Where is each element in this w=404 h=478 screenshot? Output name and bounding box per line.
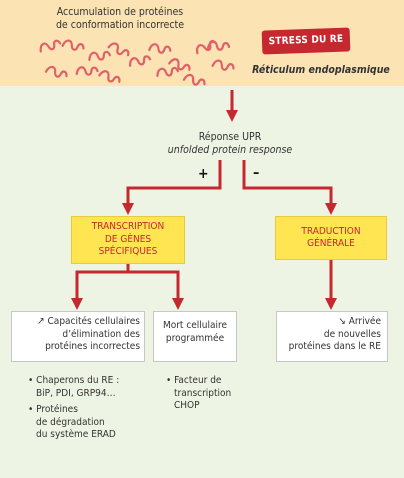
- capacites-line-3: protéines incorrectes: [45, 341, 140, 352]
- squiggle-protein-icon: [37, 37, 63, 55]
- stress-stamp-icon: [261, 27, 351, 55]
- squiggle-protein-icon: [127, 53, 152, 69]
- mort-line-2: programmée: [165, 332, 225, 344]
- transcription-line-2: DE GÈNES: [104, 233, 152, 245]
- arrow-arrivee-head: [325, 298, 337, 310]
- squiggle-protein-icon: [44, 64, 69, 80]
- arrow-split-left: [126, 160, 222, 205]
- list-chaperons: • Chaperons du RE : BiP, PDI, GRP94… • P…: [28, 375, 148, 442]
- squiggle-protein-icon: [61, 38, 86, 53]
- chop-line-2: transcription: [174, 387, 232, 399]
- arrow-right-head: [325, 203, 337, 215]
- arrivee-line-3: protéines dans le RE: [288, 341, 381, 352]
- chop-line-3: CHOP: [174, 400, 200, 411]
- accumulation-line-2: de conformation incorrecte: [55, 19, 185, 31]
- stress-label: STRESS DU RE: [268, 33, 344, 48]
- chaperons-line-5: du système ERAD: [36, 429, 116, 440]
- box-traduction: TRADUCTION GÉNÉRALE: [275, 216, 387, 260]
- list-chop: • Facteur de transcription CHOP: [166, 375, 246, 413]
- accumulation-text: Accumulation de protéines de conformatio…: [40, 6, 200, 32]
- arrow-split-right: [242, 160, 333, 205]
- traduction-line-1: TRADUCTION: [301, 225, 361, 237]
- arrivee-line-2: de nouvelles: [323, 328, 381, 340]
- reticulum-label: Réticulum endoplasmique: [252, 64, 390, 76]
- arrow-left-head: [122, 203, 134, 215]
- squiggle-protein-icon: [182, 72, 207, 88]
- capacites-line-1: ↗ Capacités cellulaires: [37, 316, 140, 327]
- transcription-line-3: SPÉCIFIQUES: [98, 246, 158, 258]
- arrow-mort-head: [172, 298, 184, 310]
- chaperons-line-3: • Protéines: [28, 404, 78, 415]
- chop-line-1: • Facteur de: [166, 375, 222, 386]
- squiggle-protein-icon: [155, 64, 180, 79]
- plus-sign: +: [198, 166, 209, 182]
- box-capacites: ↗ Capacités cellulaires d’élimination de…: [11, 311, 145, 362]
- accumulation-line-1: Accumulation de protéines: [56, 6, 184, 18]
- squiggle-protein-icon: [148, 42, 172, 55]
- upr-title: Réponse UPR: [198, 131, 262, 143]
- squiggle-protein-icon: [97, 68, 123, 86]
- chaperons-line-1: • Chaperons du RE :: [28, 375, 120, 386]
- capacites-line-2: d’élimination des: [62, 328, 140, 340]
- box-transcription: TRANSCRIPTION DE GÈNES SPÉCIFIQUES: [71, 216, 185, 264]
- squiggle-protein-icon: [106, 40, 132, 59]
- box-arrivee: ↘ Arrivée de nouvelles protéines dans le…: [276, 311, 388, 362]
- arrivee-line-1: ↘ Arrivée: [338, 316, 381, 327]
- squiggle-protein-icon: [87, 48, 112, 63]
- squiggle-protein-icon: [211, 58, 236, 73]
- chaperons-line-2: BiP, PDI, GRP94…: [36, 387, 116, 399]
- connector-arrows: [71, 90, 337, 310]
- arrow-trans-mort: [128, 270, 180, 300]
- chaperons-line-4: de dégradation: [36, 416, 105, 428]
- arrow-capacites-head: [71, 298, 83, 310]
- arrow-main-head: [226, 110, 238, 122]
- protein-icons: [37, 37, 236, 88]
- transcription-line-1: TRANSCRIPTION: [91, 221, 165, 233]
- squiggle-protein-icon: [75, 64, 99, 77]
- mort-line-1: Mort cellulaire: [162, 320, 228, 331]
- box-mort: Mort cellulaire programmée: [153, 311, 237, 362]
- traduction-line-2: GÉNÉRALE: [307, 238, 355, 249]
- minus-sign: –: [253, 165, 260, 181]
- upr-subtitle: unfolded protein response: [167, 144, 293, 156]
- arrow-trans-split: [75, 264, 130, 300]
- upr-label: Réponse UPR unfolded protein response: [140, 131, 320, 157]
